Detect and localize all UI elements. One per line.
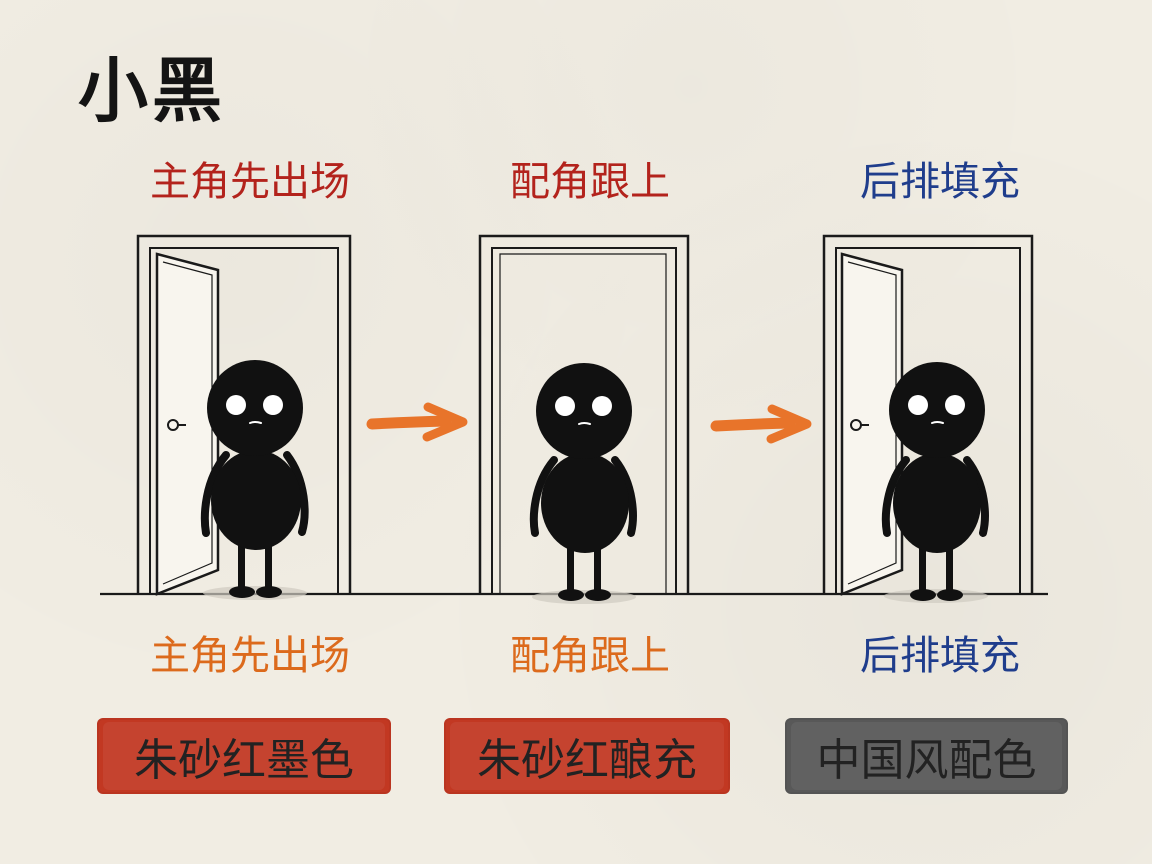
panel-2-bottom-label: 配角跟上 <box>510 633 670 679</box>
arrow-1-icon <box>366 402 468 442</box>
panel-1-bottom-label: 主角先出场 <box>150 633 350 679</box>
panel-2-top-label: 配角跟上 <box>510 159 670 205</box>
panel-3-bottom-label: 后排填充 <box>860 633 1020 679</box>
page-title: 小黑 <box>78 50 226 132</box>
character-2-icon <box>529 363 637 604</box>
door-2-icon <box>478 234 690 594</box>
panel-2-tag-text: 朱砂红酿充 <box>477 735 697 786</box>
panel-1-tag-text: 朱砂红墨色 <box>134 735 354 786</box>
character-1-icon <box>200 360 309 600</box>
character-3-icon <box>881 362 989 603</box>
panel-3-tag-text: 中国风配色 <box>816 735 1037 786</box>
arrow-2-icon <box>710 404 812 444</box>
panel-3-color-tag: 中国风配色 <box>785 718 1068 794</box>
panel-1-top-label: 主角先出场 <box>150 159 350 205</box>
panel-2-color-tag: 朱砂红酿充 <box>444 718 730 794</box>
panel-3-top-label: 后排填充 <box>860 159 1020 205</box>
panel-1-color-tag: 朱砂红墨色 <box>97 718 391 794</box>
